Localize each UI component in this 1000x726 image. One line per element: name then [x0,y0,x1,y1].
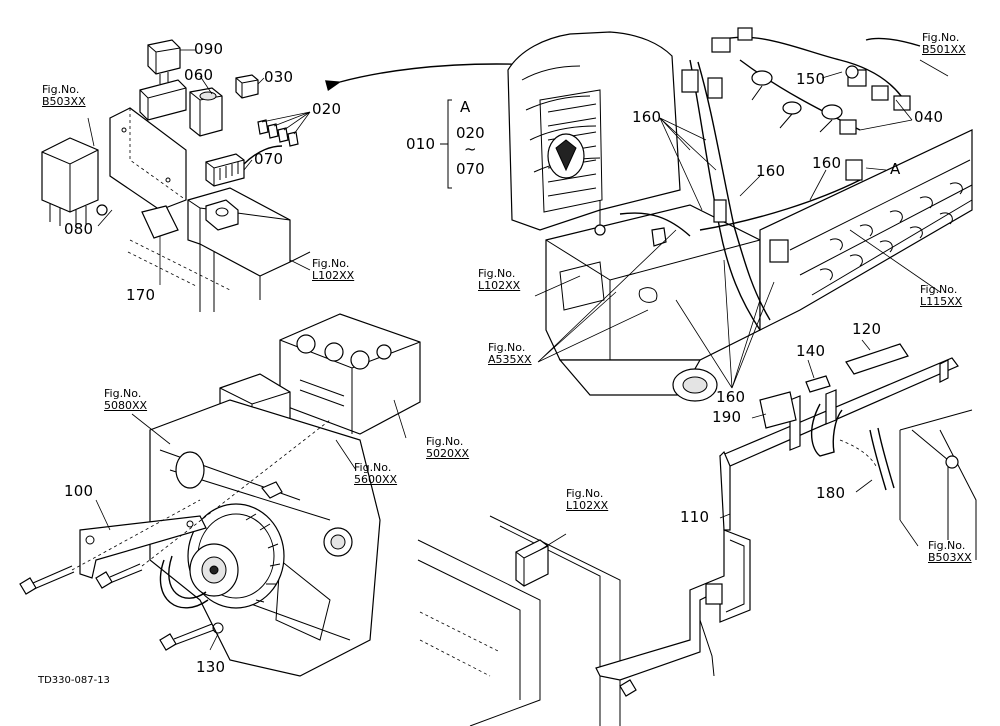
fig-ref-b501[interactable]: Fig.No. B501XX [922,31,966,56]
part-130-label[interactable]: 130 [196,658,226,676]
part-060-label[interactable]: 060 [184,66,214,84]
group-brace [440,99,452,189]
bracket-assembly-group [417,343,977,726]
part-040-label[interactable]: 040 [914,108,944,126]
fig-ref-l102-mid[interactable]: Fig.No. L102XX [478,267,521,292]
part-110-label[interactable]: 110 [680,508,710,526]
part-120-label[interactable]: 120 [852,320,882,338]
part-090-label[interactable]: 090 [194,40,224,58]
fig-ref-5080[interactable]: Fig.No. 5080XX [104,387,148,412]
fig-ref-b503-top[interactable]: Fig.No. B503XX [42,83,86,108]
part-160-label-d[interactable]: 160 [716,388,746,406]
leaders-bottomleft [71,399,407,651]
part-030-label[interactable]: 030 [264,68,294,86]
part-010-label[interactable]: 010 [406,135,436,153]
part-080-label[interactable]: 080 [64,220,94,238]
group-first: 020 [456,124,485,142]
part-190-label[interactable]: 190 [712,408,742,426]
part-160-label-c[interactable]: 160 [812,154,842,172]
fig-ref-l102-top[interactable]: Fig.No. L102XX [312,257,355,282]
engine-alternator-group [19,313,421,677]
leaders-topleft [87,49,311,285]
tractor-front-group [507,27,973,402]
part-180-label[interactable]: 180 [816,484,846,502]
fig-ref-l115[interactable]: Fig.No. L115XX [920,283,963,308]
fig-ref-l102-bottom[interactable]: Fig.No. L102XX [566,487,609,512]
part-070-label[interactable]: 070 [254,150,284,168]
fig-ref-a535[interactable]: Fig.No. A535XX [488,341,532,366]
fig-ref-5600[interactable]: Fig.No. 5600XX [354,461,398,486]
section-marker-a: A [890,160,901,178]
part-100-label[interactable]: 100 [64,482,94,500]
part-170-label[interactable]: 170 [126,286,156,304]
group-last: 070 [456,160,485,178]
part-160-label-a[interactable]: 160 [632,108,662,126]
fig-ref-b503-bottom[interactable]: Fig.No. B503XX [928,539,972,564]
part-160-label-b[interactable]: 160 [756,162,786,180]
part-140-label[interactable]: 140 [796,342,826,360]
figure-code: TD330-087-13 [38,675,110,686]
leaders-topright [534,59,949,389]
leaders-bottomright [539,339,919,551]
part-020-label[interactable]: 020 [312,100,342,118]
group-tilde: ~ [464,140,477,158]
group-letter: A [460,98,471,116]
relay-assembly-group [41,39,311,312]
part-150-label[interactable]: 150 [796,70,826,88]
fig-ref-5020[interactable]: Fig.No. 5020XX [426,435,470,460]
